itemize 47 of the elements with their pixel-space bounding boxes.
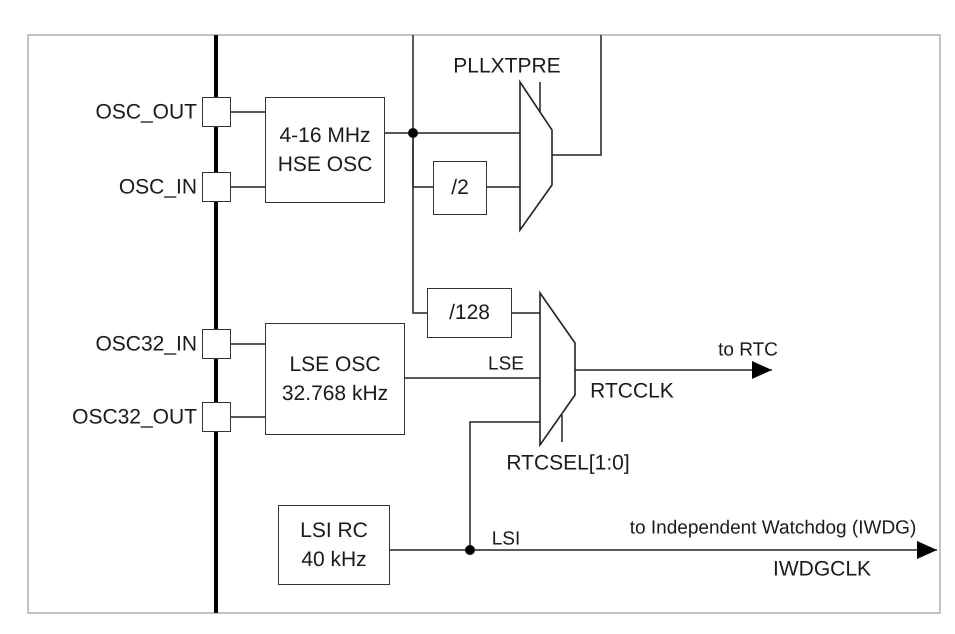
pin-label: OSC_OUT [95,102,197,122]
block-box [427,288,512,338]
junction-dot [465,545,475,555]
block-box [278,505,390,585]
connector-line [512,312,540,314]
connector-line [418,132,520,134]
block-label: 4-16 MHz [279,124,371,147]
block-label: LSE OSC [289,352,381,376]
multiplexer-symbol [520,82,552,230]
block-label: LSI RC [300,518,368,542]
pin-label: OSC32_OUT [72,406,197,428]
connector-line [412,35,414,128]
pin-square [202,329,231,359]
connector-line [231,186,265,188]
pin-label: OSC_IN [118,176,197,198]
junction-dot [408,128,418,138]
edge-label: to Independent Watchdog (IWDG) [628,518,918,538]
block-label: 40 kHz [301,548,367,572]
connector-line [487,186,520,188]
arrow [575,361,772,379]
arrow [475,541,937,559]
block-box [265,97,385,203]
multiplexer-symbol [540,293,575,445]
connector-line [390,549,465,551]
select-signal-label: RTCSEL[1:0] [506,452,630,474]
connector-line [231,343,265,345]
connector-line [231,111,265,113]
connector-line [552,35,602,156]
block-label: HSE OSC [278,153,372,176]
block-box [265,323,405,435]
block-box [433,161,487,215]
connector-line [469,421,540,545]
connector-line [412,138,427,314]
block-label: /2 [451,176,469,200]
pin-square [202,402,231,432]
pin-square [202,97,231,127]
connector-line [385,132,408,134]
connector-line [405,377,540,379]
select-signal-label: PLLXTPRE [453,56,561,76]
block-label: 32.768 kHz [282,382,388,406]
pin-label: OSC32_IN [95,334,197,354]
signal-label: LSI [492,530,520,548]
pin-square [202,172,231,202]
signal-label: IWDGCLK [773,558,871,580]
signal-label: RTCCLK [590,380,674,402]
block-label: /128 [449,301,490,325]
connector-line [231,416,265,418]
